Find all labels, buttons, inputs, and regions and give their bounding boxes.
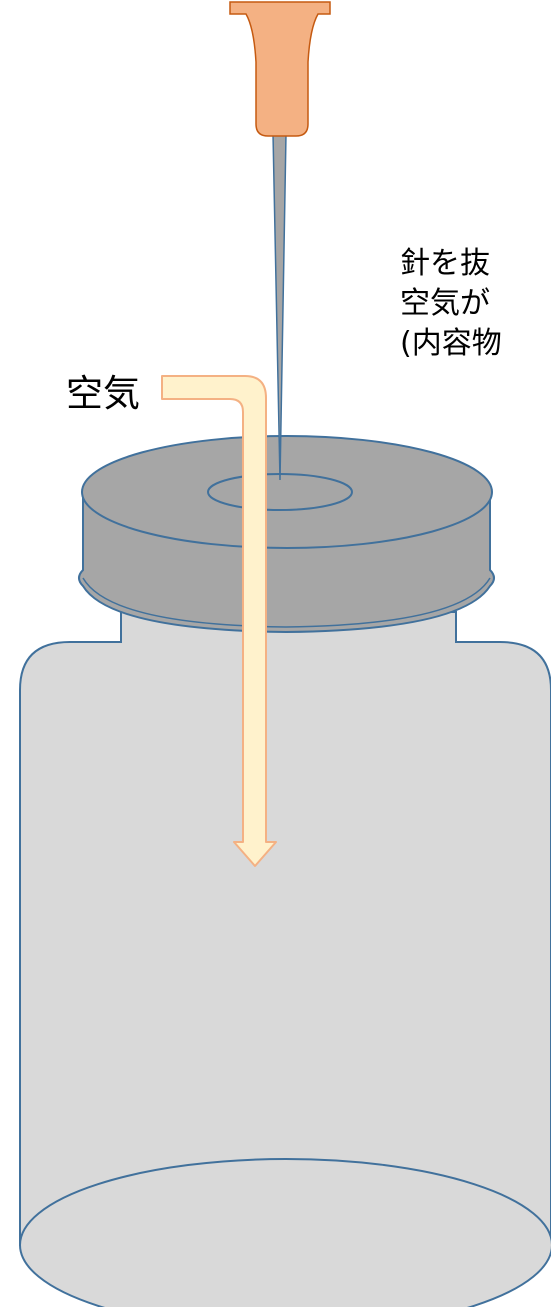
air-label: 空気	[66, 372, 140, 415]
vial-cap-rim-line	[82, 577, 491, 628]
caption-line-2: 空気が	[400, 286, 490, 321]
needle-hub	[229, 1, 331, 137]
air-arrow	[161, 375, 277, 867]
vial-body	[19, 611, 551, 1246]
caption-line-3: (内容物	[400, 326, 502, 361]
vial-cap-top	[81, 435, 493, 549]
vial-bottom-ellipse	[19, 1158, 551, 1307]
caption-line-1: 針を抜	[400, 246, 490, 281]
needle-shaft	[272, 133, 287, 481]
